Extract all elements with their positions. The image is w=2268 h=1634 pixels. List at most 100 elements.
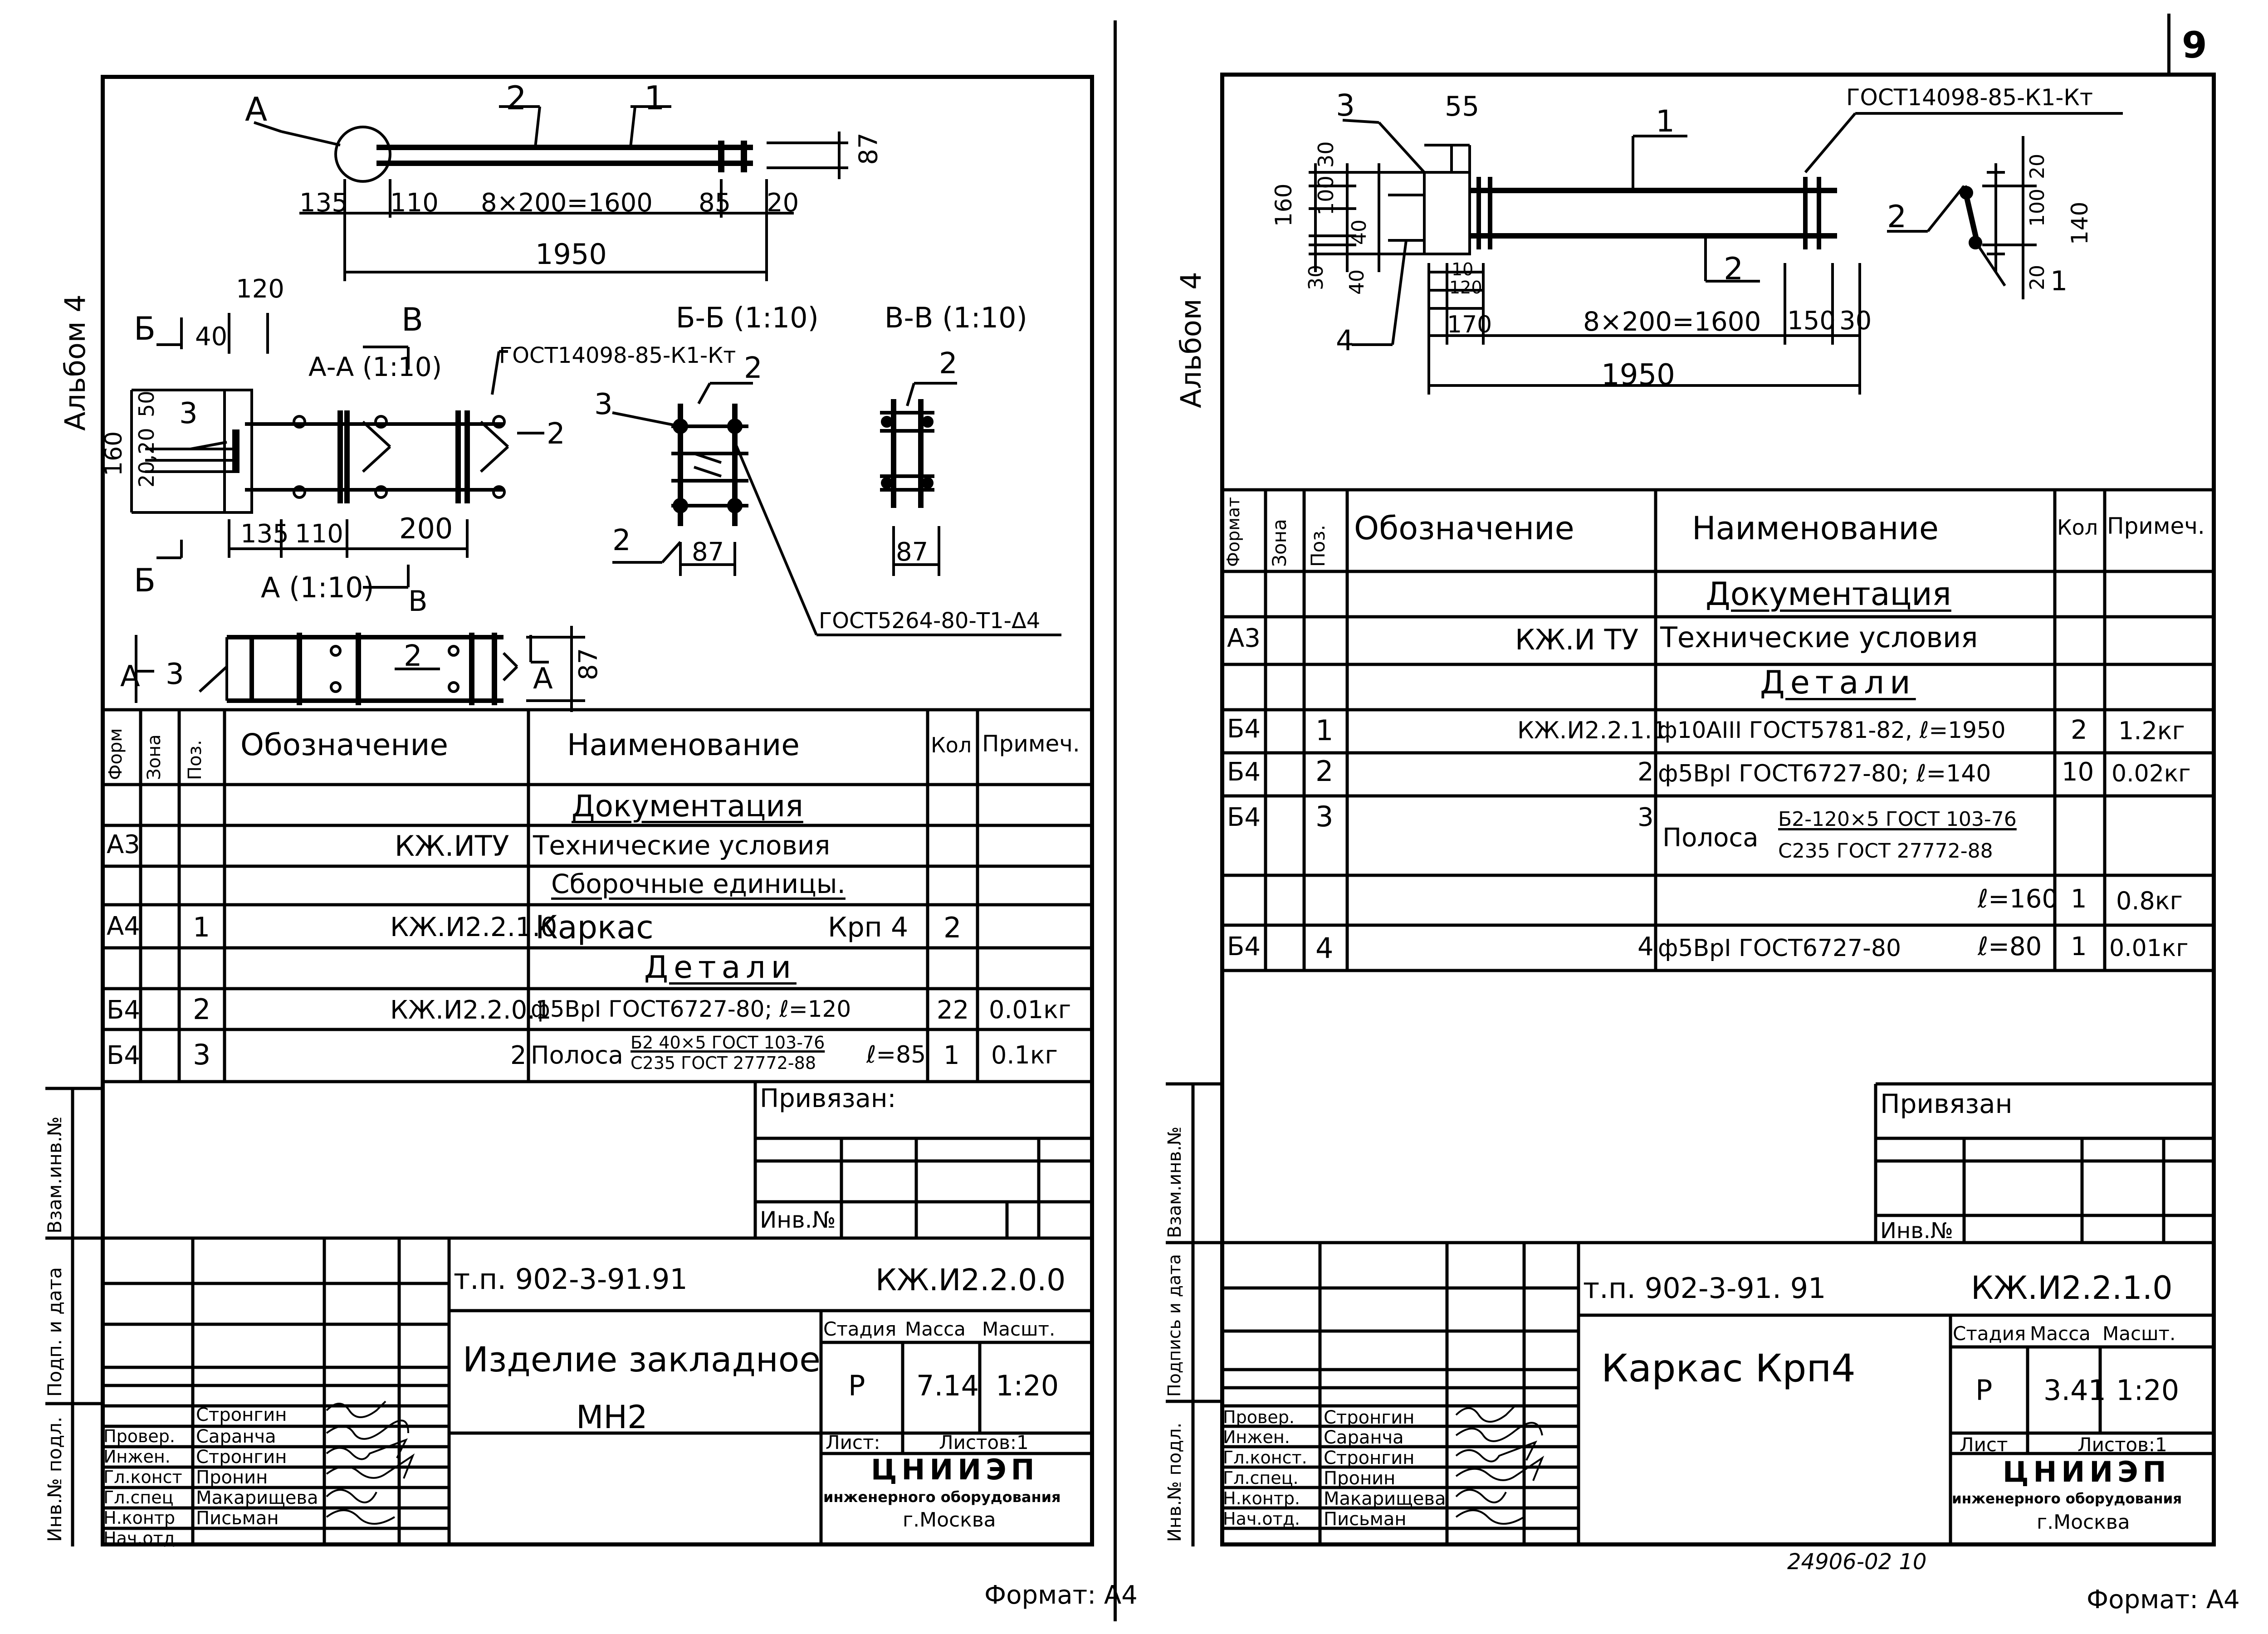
right-row-1-designation: КЖ.И2.2.1.1 (1517, 717, 1667, 744)
right-pos-2: 2 (1724, 251, 1744, 287)
right-row-2-form: Б4 (1227, 757, 1261, 787)
left-format-label: Формат: А4 (984, 1580, 1138, 1610)
left-row-b4-3-name: Полоса (531, 1041, 623, 1069)
right-row-3b-qty: 1 (2071, 884, 2087, 914)
left-dim-110-aa: 110 (295, 519, 343, 549)
right-title-org2: инженерного оборудования (1952, 1491, 2182, 1507)
left-dim-110: 110 (390, 188, 439, 218)
left-row-a4-form: А4 (107, 912, 140, 941)
left-title-name2: МН2 (576, 1399, 648, 1436)
left-row-b4-3-name-bot: С235 ГОСТ 27772-88 (631, 1053, 816, 1073)
left-person-3: Пронин (196, 1467, 268, 1488)
left-person-1: Саранча (196, 1426, 276, 1447)
left-pos-1-top: 1 (644, 79, 665, 117)
right-title-scale: 1:20 (2116, 1374, 2180, 1407)
left-person-2: Стронгин (196, 1447, 287, 1468)
left-view-a: А (1:10) (261, 571, 374, 604)
right-gost-weld: ГОСТ14098-85-К1-Кт (1846, 84, 2093, 111)
right-row-2-name: ф5ВрI ГОСТ6727-80; ℓ=140 (1658, 760, 1991, 787)
right-row-3-name-bot: С235 ГОСТ 27772-88 (1778, 839, 1993, 863)
right-spec-h-form: Формат (1223, 497, 1243, 567)
right-dim-140: 140 (2067, 201, 2093, 245)
left-row-a4-name2: Крп 4 (828, 912, 909, 943)
right-archive-number: 24906-02 10 (1787, 1549, 1927, 1575)
right-spec-h-note: Примеч. (2107, 513, 2205, 539)
right-row-4-pos: 4 (1315, 932, 1334, 965)
left-marker-v-bottom: В (408, 585, 428, 618)
left-dim-85: 85 (699, 188, 731, 218)
right-spec-h-pos: Поз. (1307, 525, 1329, 567)
right-title-sheet: Лист (1960, 1434, 2008, 1456)
left-dim-200-aa: 200 (399, 512, 453, 545)
right-title-sheets: Листов:1 (2077, 1434, 2167, 1456)
right-inv-label: Инв.№ (1880, 1218, 1953, 1244)
right-dim-1950: 1950 (1601, 358, 1675, 392)
right-title-org3: г.Москва (2037, 1511, 2130, 1534)
left-binding-label: Привязан: (760, 1084, 896, 1113)
right-title-mass: 3.41 (2043, 1374, 2107, 1407)
right-role-3: Гл.спец. (1223, 1468, 1299, 1488)
left-marker-b-bottom: Б (134, 562, 156, 599)
left-marker-a-plan-right: А (533, 662, 553, 696)
right-row-4-note: 0.01кг (2109, 935, 2189, 962)
left-title-org1: ЦНИИЭП (871, 1453, 1039, 1486)
left-row-a4-designation: КЖ.И2.2.1.0 (390, 912, 557, 942)
left-row-b4-3-pos: 3 (193, 1038, 211, 1071)
left-row-b4-2-designation: КЖ.И2.2.0.1 (390, 995, 552, 1025)
left-sheet-frame (101, 75, 1094, 1546)
left-pos-3-plan: 3 (166, 658, 184, 691)
left-dim-20: 20 (767, 188, 799, 218)
left-spec-section-assembly: Сборочные единицы. (551, 868, 846, 899)
left-title-mass: 7.14 (916, 1369, 979, 1402)
right-row-3-designation: 3 (1637, 803, 1654, 832)
left-row-a3-form: А3 (107, 830, 140, 859)
right-row-4-qty: 1 (2071, 932, 2087, 961)
left-dim-87-vv: 87 (896, 537, 929, 567)
right-title-stage: Р (1975, 1374, 1993, 1407)
left-dim-135: 135 (299, 188, 348, 218)
left-row-b4-2-form: Б4 (107, 995, 141, 1025)
left-title-name1: Изделие закладное (463, 1339, 821, 1380)
left-title-org3: г.Москва (903, 1508, 996, 1532)
right-title-name1: Каркас Крп4 (1601, 1346, 1856, 1390)
left-gost-weld: ГОСТ14098-85-К1-Кт (499, 343, 736, 368)
right-dim-20a: 20 (2026, 154, 2049, 179)
right-row-3-pos: 3 (1315, 800, 1334, 833)
left-view-aa: А-А (1:10) (308, 351, 442, 382)
left-dim-120: 120 (236, 274, 284, 304)
right-dim-30a: 30 (1314, 141, 1338, 168)
right-spec-h-designation: Обозначение (1354, 510, 1574, 547)
left-pos-2-plan: 2 (404, 639, 422, 673)
left-role-3: Гл.спец (103, 1488, 174, 1507)
right-row-3-name-top: Б2-120×5 ГОСТ 103-76 (1778, 808, 2017, 831)
right-row-2-qty: 10 (2062, 757, 2094, 787)
left-marker-b-top: Б (134, 310, 156, 347)
left-role-0: Провер. (103, 1426, 175, 1446)
right-side-podp: Подпись и дата (1164, 1254, 1184, 1397)
left-marker-a-plan: А (120, 660, 140, 693)
right-format-label: Формат: А4 (2087, 1585, 2240, 1614)
right-row-3-name: Полоса (1662, 823, 1759, 853)
right-pos-1-side: 1 (2050, 265, 2068, 297)
left-row-a3-name: Технические условия (533, 830, 831, 861)
right-row-a3-form: А3 (1227, 624, 1261, 653)
left-title-sheets: Листов:1 (939, 1431, 1029, 1454)
right-row-1-qty: 2 (2071, 714, 2087, 745)
left-row-b4-2-name: ф5ВрI ГОСТ6727-80; ℓ=120 (531, 996, 851, 1022)
left-spec-h-note: Примеч. (982, 731, 1080, 757)
right-title-code: КЖ.И2.2.1.0 (1971, 1269, 2173, 1307)
left-role-1: Инжен. (103, 1447, 171, 1467)
right-dim-40b: 40 (1345, 269, 1369, 295)
left-row-b4-2-pos: 2 (193, 993, 211, 1026)
right-person-3: Пронин (1324, 1468, 1396, 1489)
right-row-2-note: 0.02кг (2112, 760, 2191, 787)
left-row-b4-3-designation: 2 (510, 1041, 527, 1070)
left-title-org2: инженерного оборудования (823, 1488, 1061, 1506)
left-row-a4-name: Каркас (535, 909, 654, 946)
left-row-b4-3-qty: 1 (943, 1041, 960, 1070)
right-dim-150: 150 (1787, 306, 1836, 336)
left-title-scale-h: Масшт. (982, 1318, 1056, 1340)
right-dim-55: 55 (1445, 91, 1480, 122)
right-spec-h-name: Наименование (1692, 510, 1939, 547)
left-signatures (326, 1400, 415, 1525)
